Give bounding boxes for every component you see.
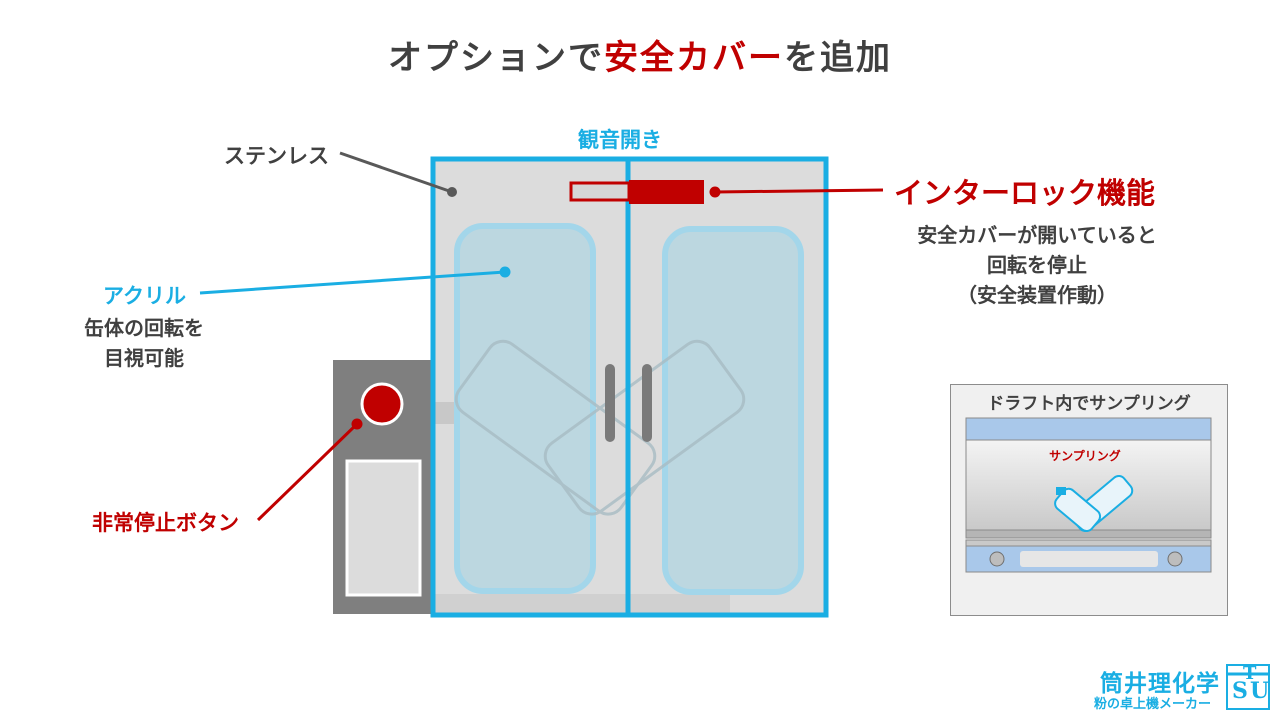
acrylic-window-left	[454, 223, 596, 594]
interlock-desc-line3: （安全装置作動）	[957, 283, 1117, 307]
logo-letter-u: U	[1250, 678, 1270, 704]
acrylic-desc-line1: 缶体の回転を	[84, 316, 204, 340]
logo-mark-icon	[1226, 664, 1270, 710]
inset-diagram	[965, 417, 1212, 573]
interlock-description: 安全カバーが開いていると 回転を停止 （安全装置作動）	[880, 220, 1194, 310]
interlock-label: インターロック機能	[894, 176, 1156, 210]
interlock-desc-line2: 回転を停止	[987, 253, 1087, 277]
company-logo-mark: S T U	[1226, 663, 1270, 710]
company-tagline: 粉の卓上機メーカー	[1094, 697, 1212, 712]
double-door-label: 観音開き	[578, 128, 662, 152]
draft-top-rail	[965, 417, 1212, 441]
interlock-receiver	[569, 181, 631, 202]
acrylic-leader	[199, 270, 506, 295]
draft-ledge	[965, 539, 1212, 547]
draft-base-panel	[1020, 551, 1158, 567]
acrylic-dot	[499, 266, 511, 278]
emergency-stop-label: 非常停止ボタン	[92, 511, 239, 535]
interlock-desc-line1: 安全カバーが開いていると	[917, 223, 1157, 247]
interlock-dot	[709, 186, 721, 198]
acrylic-window-right	[662, 226, 804, 595]
stainless-leader	[339, 151, 453, 194]
company-name: 筒井理化学	[1100, 670, 1220, 697]
cover-base	[433, 594, 730, 614]
estop-leader	[256, 422, 359, 522]
interlock-switch	[629, 180, 704, 204]
stainless-label: ステンレス	[224, 144, 329, 168]
inset-title: ドラフト内でサンプリング	[987, 394, 1191, 414]
inset-sampling-label: サンプリング	[1049, 449, 1121, 463]
draft-caster-left	[989, 551, 1005, 567]
stainless-dot	[447, 187, 457, 197]
page-title: オプションで安全カバーを追加	[0, 30, 1280, 79]
emergency-stop-button[interactable]	[360, 382, 404, 426]
acrylic-description: 缶体の回転を 目視可能	[62, 313, 226, 373]
inset-v-vessel	[1054, 474, 1134, 533]
title-suffix: を追加	[784, 38, 892, 78]
draft-caster-right	[1167, 551, 1183, 567]
title-prefix: オプションで	[388, 38, 604, 78]
logo-letter-s: S	[1232, 678, 1248, 704]
logo-letter-t: T	[1243, 663, 1257, 684]
title-highlight: 安全カバー	[604, 38, 784, 78]
inset-sampling-port	[1056, 487, 1066, 495]
control-panel	[345, 459, 422, 597]
door-handle-left[interactable]	[605, 364, 615, 442]
v-blender-vessel	[454, 339, 746, 516]
acrylic-desc-line2: 目視可能	[104, 346, 184, 370]
door-handle-right[interactable]	[642, 364, 652, 442]
acrylic-label: アクリル	[103, 284, 186, 308]
estop-dot	[351, 418, 363, 430]
interlock-leader	[714, 188, 884, 194]
